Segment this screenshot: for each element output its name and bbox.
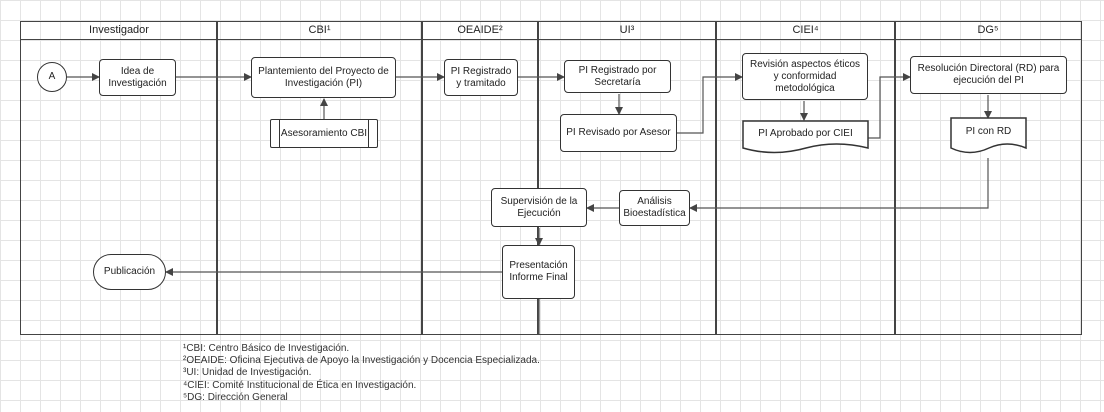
node-resolucion-label: Resolución Directoral (RD) para ejecució…: [917, 63, 1060, 86]
footnote-dg: ⁵DG: Dirección General: [183, 391, 288, 403]
node-aprobado-label: PI Aprobado por CIEI: [758, 128, 853, 139]
node-planteamiento: Plantemiento del Proyecto de Investigaci…: [251, 57, 396, 98]
node-registrado-label: PI Registrado y tramitado: [450, 65, 512, 89]
lane-title-dg: DG⁵: [895, 22, 1081, 40]
node-pi-aprobado-ciei: PI Aprobado por CIEI: [743, 121, 868, 147]
node-revision-label: Revisión aspectos éticos y conformidad m…: [749, 58, 861, 94]
footnote-ui: ³UI: Unidad de Investigación.: [183, 367, 312, 379]
footnote-oeaide: ²OEAIDE: Oficina Ejecutiva de Apoyo la I…: [183, 355, 540, 367]
node-secretaria-label: PI Registrado por Secretaría: [578, 64, 657, 88]
lane-title-investigador: Investigador: [21, 22, 217, 40]
node-pi-con-rd: PI con RD: [951, 118, 1026, 146]
lane-title-ui: UI³: [538, 22, 716, 40]
node-pi-registrado-tramitado: PI Registrado y tramitado: [444, 59, 518, 96]
node-idea-investigacion: Idea de Investigación: [99, 59, 176, 96]
footnote-cbi: ¹CBI: Centro Básico de Investigación.: [183, 343, 350, 354]
node-asesoramiento-label: Asesoramiento CBI: [280, 127, 368, 139]
start-connector-label: A: [48, 71, 56, 82]
lane-title-cbi: CBI¹: [217, 22, 422, 40]
node-pird-label: PI con RD: [965, 126, 1012, 137]
node-pi-registrado-secretaria: PI Registrado por Secretaría: [564, 60, 671, 93]
node-idea-label: Idea de Investigación: [108, 65, 167, 89]
node-resolucion-directoral: Resolución Directoral (RD) para ejecució…: [910, 56, 1067, 94]
node-pi-revisado-asesor: PI Revisado por Asesor: [560, 114, 677, 152]
node-supervision-label: Supervisión de la Ejecución: [500, 195, 578, 219]
node-supervision-ejecucion: Supervisión de la Ejecución: [491, 188, 587, 227]
node-publicacion: Publicación: [93, 254, 166, 290]
lane-investigador: Investigador: [20, 21, 218, 335]
node-revisado-label: PI Revisado por Asesor: [566, 127, 671, 138]
node-presentacion-informe: Presentación Informe Final: [502, 245, 575, 299]
lane-cbi: CBI¹: [216, 21, 423, 335]
lane-title-ciei: CIEI⁴: [716, 22, 895, 40]
lane-oeaide: OEAIDE²: [421, 21, 539, 335]
node-presentacion-label: Presentación Informe Final: [509, 260, 568, 283]
node-publicacion-label: Publicación: [103, 266, 156, 277]
footnote-ciei: ⁴CIEI: Comité Institucional de Ética en …: [183, 379, 417, 391]
node-revision-etica: Revisión aspectos éticos y conformidad m…: [742, 53, 868, 100]
footnotes: ¹CBI: Centro Básico de Investigación. ²O…: [183, 343, 540, 404]
node-analisis-bioestadistica: Análisis Bioestadística: [619, 190, 690, 226]
lane-title-oeaide: OEAIDE²: [422, 22, 538, 40]
node-planteamiento-label: Plantemiento del Proyecto de Investigaci…: [258, 65, 389, 89]
node-asesoramiento: Asesoramiento CBI: [270, 119, 378, 148]
start-connector: A: [37, 62, 67, 92]
node-analisis-label: Análisis Bioestadística: [623, 196, 686, 219]
